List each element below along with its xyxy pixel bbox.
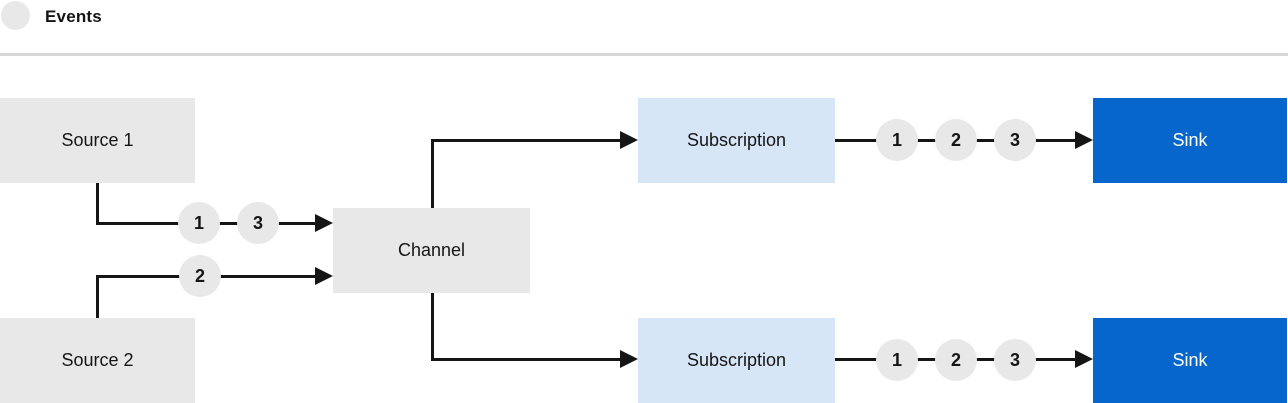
events-legend-icon (1, 1, 30, 30)
node-subscription-bottom: Subscription (638, 318, 835, 403)
arrowhead-channel-to-subscription-top (620, 131, 638, 149)
event-marker-subscription-bottom-1: 1 (876, 339, 918, 381)
node-sink-bottom: Sink (1093, 318, 1287, 403)
event-marker-subscription-bottom-2: 2 (935, 339, 977, 381)
event-marker-subscription-top-1: 1 (876, 119, 918, 161)
connector-source2-vertical (96, 275, 99, 318)
connector-source1-vertical (96, 183, 99, 224)
event-marker-source1-3: 3 (237, 202, 279, 244)
node-source-2: Source 2 (0, 318, 195, 403)
node-subscription-top: Subscription (638, 98, 835, 183)
arrowhead-subscription-top-to-sink (1075, 131, 1093, 149)
event-marker-source2-2: 2 (179, 255, 221, 297)
event-marker-subscription-top-3: 3 (994, 119, 1036, 161)
node-channel-label: Channel (397, 240, 466, 260)
node-subscription-bottom-label: Subscription (686, 350, 787, 370)
connector-channel-to-subscription-bottom (431, 358, 621, 361)
events-legend-label: Events (45, 7, 102, 26)
event-marker-subscription-top-2: 2 (935, 119, 977, 161)
arrowhead-channel-to-subscription-bottom (620, 350, 638, 368)
node-channel: Channel (333, 208, 530, 293)
node-sink-top-label: Sink (1172, 130, 1208, 150)
connector-channel-down-vertical (431, 293, 434, 359)
connector-channel-to-subscription-top (431, 139, 621, 142)
arrowhead-subscription-bottom-to-sink (1075, 350, 1093, 368)
connector-channel-up-vertical (431, 139, 434, 208)
event-marker-source1-1: 1 (178, 202, 220, 244)
node-sink-bottom-label: Sink (1172, 350, 1208, 370)
node-source-1-label: Source 1 (61, 130, 134, 150)
legend-separator-rule (0, 53, 1288, 56)
node-sink-top: Sink (1093, 98, 1287, 183)
arrowhead-source2-to-channel (315, 267, 333, 285)
arrowhead-source1-to-channel (315, 214, 333, 232)
node-source-2-label: Source 2 (61, 350, 134, 370)
node-source-1: Source 1 (0, 98, 195, 183)
event-marker-subscription-bottom-3: 3 (994, 339, 1036, 381)
node-subscription-top-label: Subscription (686, 130, 787, 150)
